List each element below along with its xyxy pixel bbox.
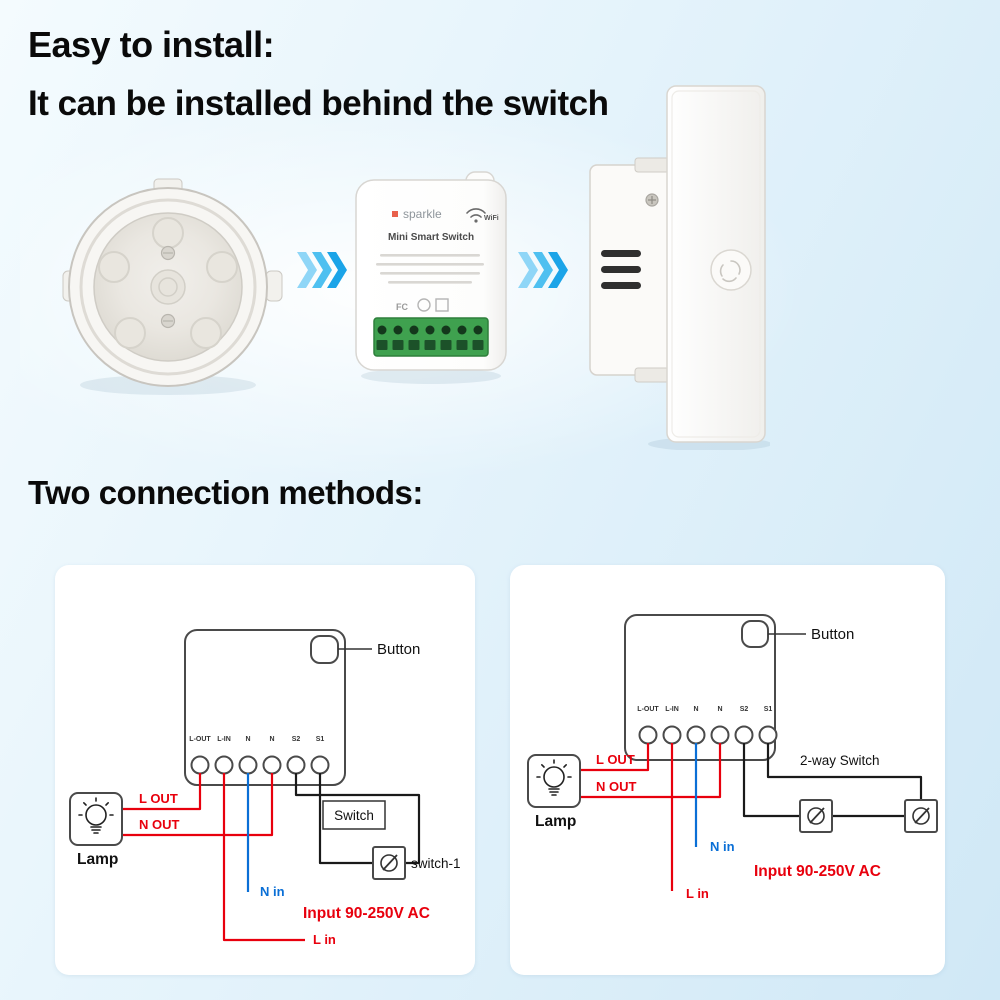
lamp-label: Lamp [77,851,118,868]
n-out-label: N OUT [596,779,637,794]
mounting-screw [645,193,659,207]
terminal-label-s2: S2 [740,706,749,713]
terminal-label-n2: N [269,736,274,743]
terminal-label-lin: L-IN [665,706,679,713]
wire-l-out [580,743,650,772]
wire-s1 [318,773,373,865]
wire-s1 [766,743,923,800]
junction-box-image [62,178,283,395]
junction-box-center-knockout [150,269,186,305]
wiring-diagram-two-way: Button L-OUT L-IN N N S2 S1 [527,614,938,901]
certification-icons: FC [396,298,449,312]
switch-name-label: switch-1 [411,856,461,871]
module-shadow [361,368,501,384]
heading-behind-switch: It can be installed behind the switch [28,84,609,123]
chevron-icon [518,252,568,288]
lamp-bulb-icon [536,759,572,796]
heading-easy-install: Easy to install: [28,24,275,65]
terminal-labels: L-OUT L-IN N N S2 S1 [637,706,772,713]
l-in-label: L in [313,932,336,947]
switch-symbol-right [904,799,938,833]
switch-label-box [322,800,386,830]
n-out-label: N OUT [139,817,180,832]
touch-sensor-icon [710,249,752,291]
wire-n-out [122,773,274,837]
lamp-bulb-icon [78,797,114,834]
terminal-circles [638,725,778,745]
junction-box-rim [79,198,257,376]
switch-symbol-left [799,799,833,833]
terminal-sockets [376,340,484,350]
terminal-label-s1: S1 [764,706,773,713]
terminal-labels: L-OUT L-IN N N S2 S1 [189,736,324,743]
arrow-chevrons-2 [518,252,568,288]
module-cert: FC [396,302,408,312]
button-label: Button [811,626,854,643]
wiring-panel-left: Button L-OUT L-IN N N S2 S1 [55,565,475,975]
module-logo-mark [392,211,398,217]
device-button [741,620,769,648]
l-out-label: L OUT [139,791,178,806]
terminal-label-s1: S1 [316,736,325,743]
junction-box-center-hole [158,277,178,297]
wire-l-out [122,773,202,811]
wire-s2 [294,773,421,865]
switch-label: Switch [334,808,374,823]
input-label: Input 90-250V AC [754,863,881,880]
button-label: Button [377,641,420,658]
wiring-diagram-single-switch: Button L-OUT L-IN N N S2 S1 [69,629,461,947]
wire-s2 [742,743,800,818]
lamp-label: Lamp [535,813,576,830]
vent-slots [601,250,641,289]
chevron-icon [297,252,347,288]
input-label: Input 90-250V AC [303,905,430,922]
wifi-icon [466,208,486,223]
module-wifi-label: WiFi [484,215,499,222]
module-logo: sparkle [403,207,442,221]
switch-symbol [372,846,406,880]
junction-box-screws [160,245,176,329]
l-out-label: L OUT [596,752,635,767]
terminal-label-lout: L-OUT [189,736,211,743]
terminal-circles [190,755,330,775]
terminal-screws [377,325,483,335]
wiring-panel-right: Button L-OUT L-IN N N S2 S1 [510,565,945,975]
terminal-label-s2: S2 [292,736,301,743]
mounting-bracket-bottom [634,367,670,383]
l-in-label: L in [686,886,709,901]
module-name: Mini Smart Switch [388,232,474,243]
terminal-label-n1: N [693,706,698,713]
heading-two-methods: Two connection methods: [28,474,423,511]
terminal-label-n1: N [245,736,250,743]
wire-n-out [580,743,722,799]
terminal-label-lout: L-OUT [637,706,659,713]
wire-l-in [222,773,305,942]
terminal-label-lin: L-IN [217,736,231,743]
front-panel-frame [671,90,761,438]
n-in-label: N in [260,884,285,899]
terminal-block [373,317,489,357]
lamp-box [69,792,123,846]
lamp-box [527,754,581,808]
junction-box-knockouts [98,217,238,349]
device-outline [624,614,776,761]
n-in-label: N in [710,839,735,854]
mounting-bracket-top [634,157,670,173]
terminal-label-n2: N [717,706,722,713]
device-button [310,635,339,664]
device-outline [184,629,346,786]
module-spec-lines [376,254,484,284]
two-way-switch-label: 2-way Switch [800,753,880,768]
arrow-chevrons-1 [297,252,347,288]
junction-box-right-lug [265,270,283,302]
wall-switch-image [589,85,770,450]
smart-module-image: WiFi sparkle Mini Smart Switch FC [355,171,507,384]
